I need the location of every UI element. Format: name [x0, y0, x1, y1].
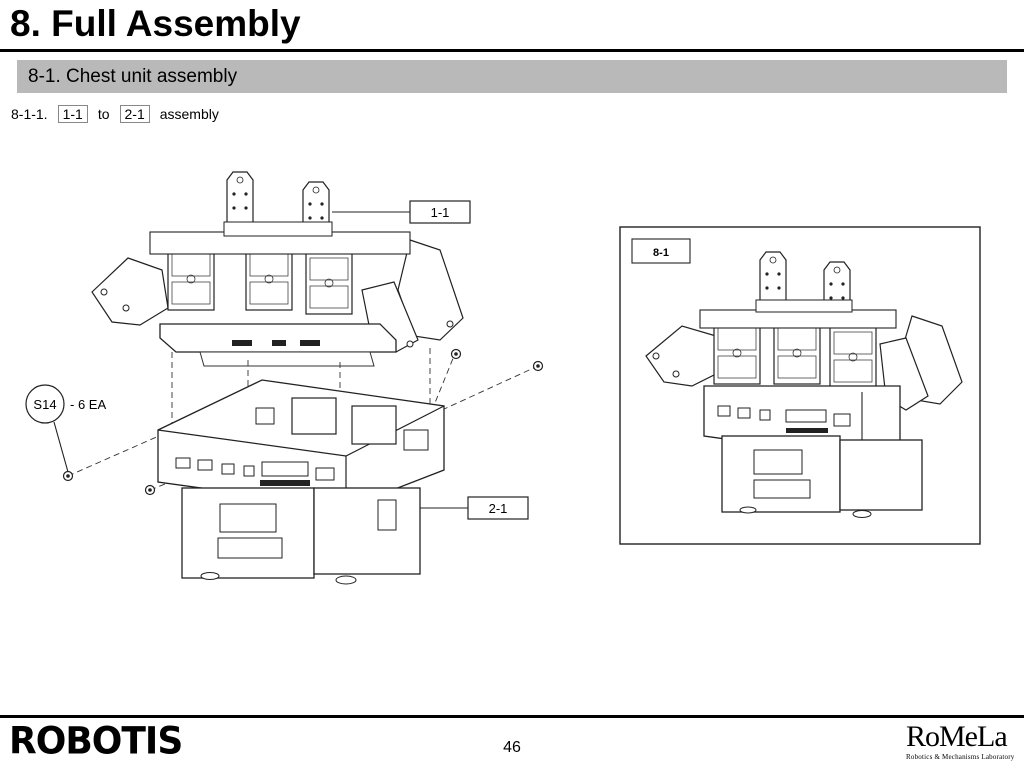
footer-divider — [0, 715, 1024, 718]
section-title: 8-1. Chest unit assembly — [28, 66, 238, 87]
part-tag-to: 2-1 — [119, 105, 150, 123]
page-number: 46 — [503, 739, 521, 756]
step-number: 8-1-1. — [11, 106, 48, 122]
lower-unit-2-1 — [157, 379, 445, 585]
callout-box-2-1 — [467, 496, 529, 520]
step-instruction: 8-1-1. 1-1 to 2-1 assembly — [11, 105, 219, 123]
callout-label-2-1: 2-1 — [489, 501, 508, 516]
step-suffix: assembly — [159, 106, 219, 122]
title-divider — [0, 49, 1024, 52]
romela-logo-wordmark: RoMeLa — [906, 720, 1008, 753]
assembly-drawing: 1-1 2-1 S14 - 6 EA 8-1 — [25, 171, 981, 585]
robotis-logo: ROBOTIS — [9, 719, 183, 763]
section-header-bar: 8-1. Chest unit assembly — [17, 60, 1007, 93]
part-tag-from: 1-1 — [57, 105, 88, 123]
assembled-chest-unit — [645, 251, 963, 518]
result-label: 8-1 — [653, 247, 669, 259]
step-connector: to — [97, 106, 110, 122]
romela-logo-tagline: Robotics & Mechanisms Laboratory — [906, 753, 1015, 761]
screw-spec-circle — [25, 384, 65, 424]
screw-code: S14 — [33, 397, 56, 412]
screw-quantity: - 6 EA — [70, 397, 106, 412]
result-label-box — [631, 238, 691, 264]
romela-logo: RoMeLa Robotics & Mechanisms Laboratory — [906, 720, 1018, 764]
callout-label-1-1: 1-1 — [431, 205, 450, 220]
upper-unit-1-1 — [91, 171, 464, 367]
callout-box-1-1 — [409, 200, 471, 224]
page-title: 8. Full Assembly — [10, 3, 301, 44]
